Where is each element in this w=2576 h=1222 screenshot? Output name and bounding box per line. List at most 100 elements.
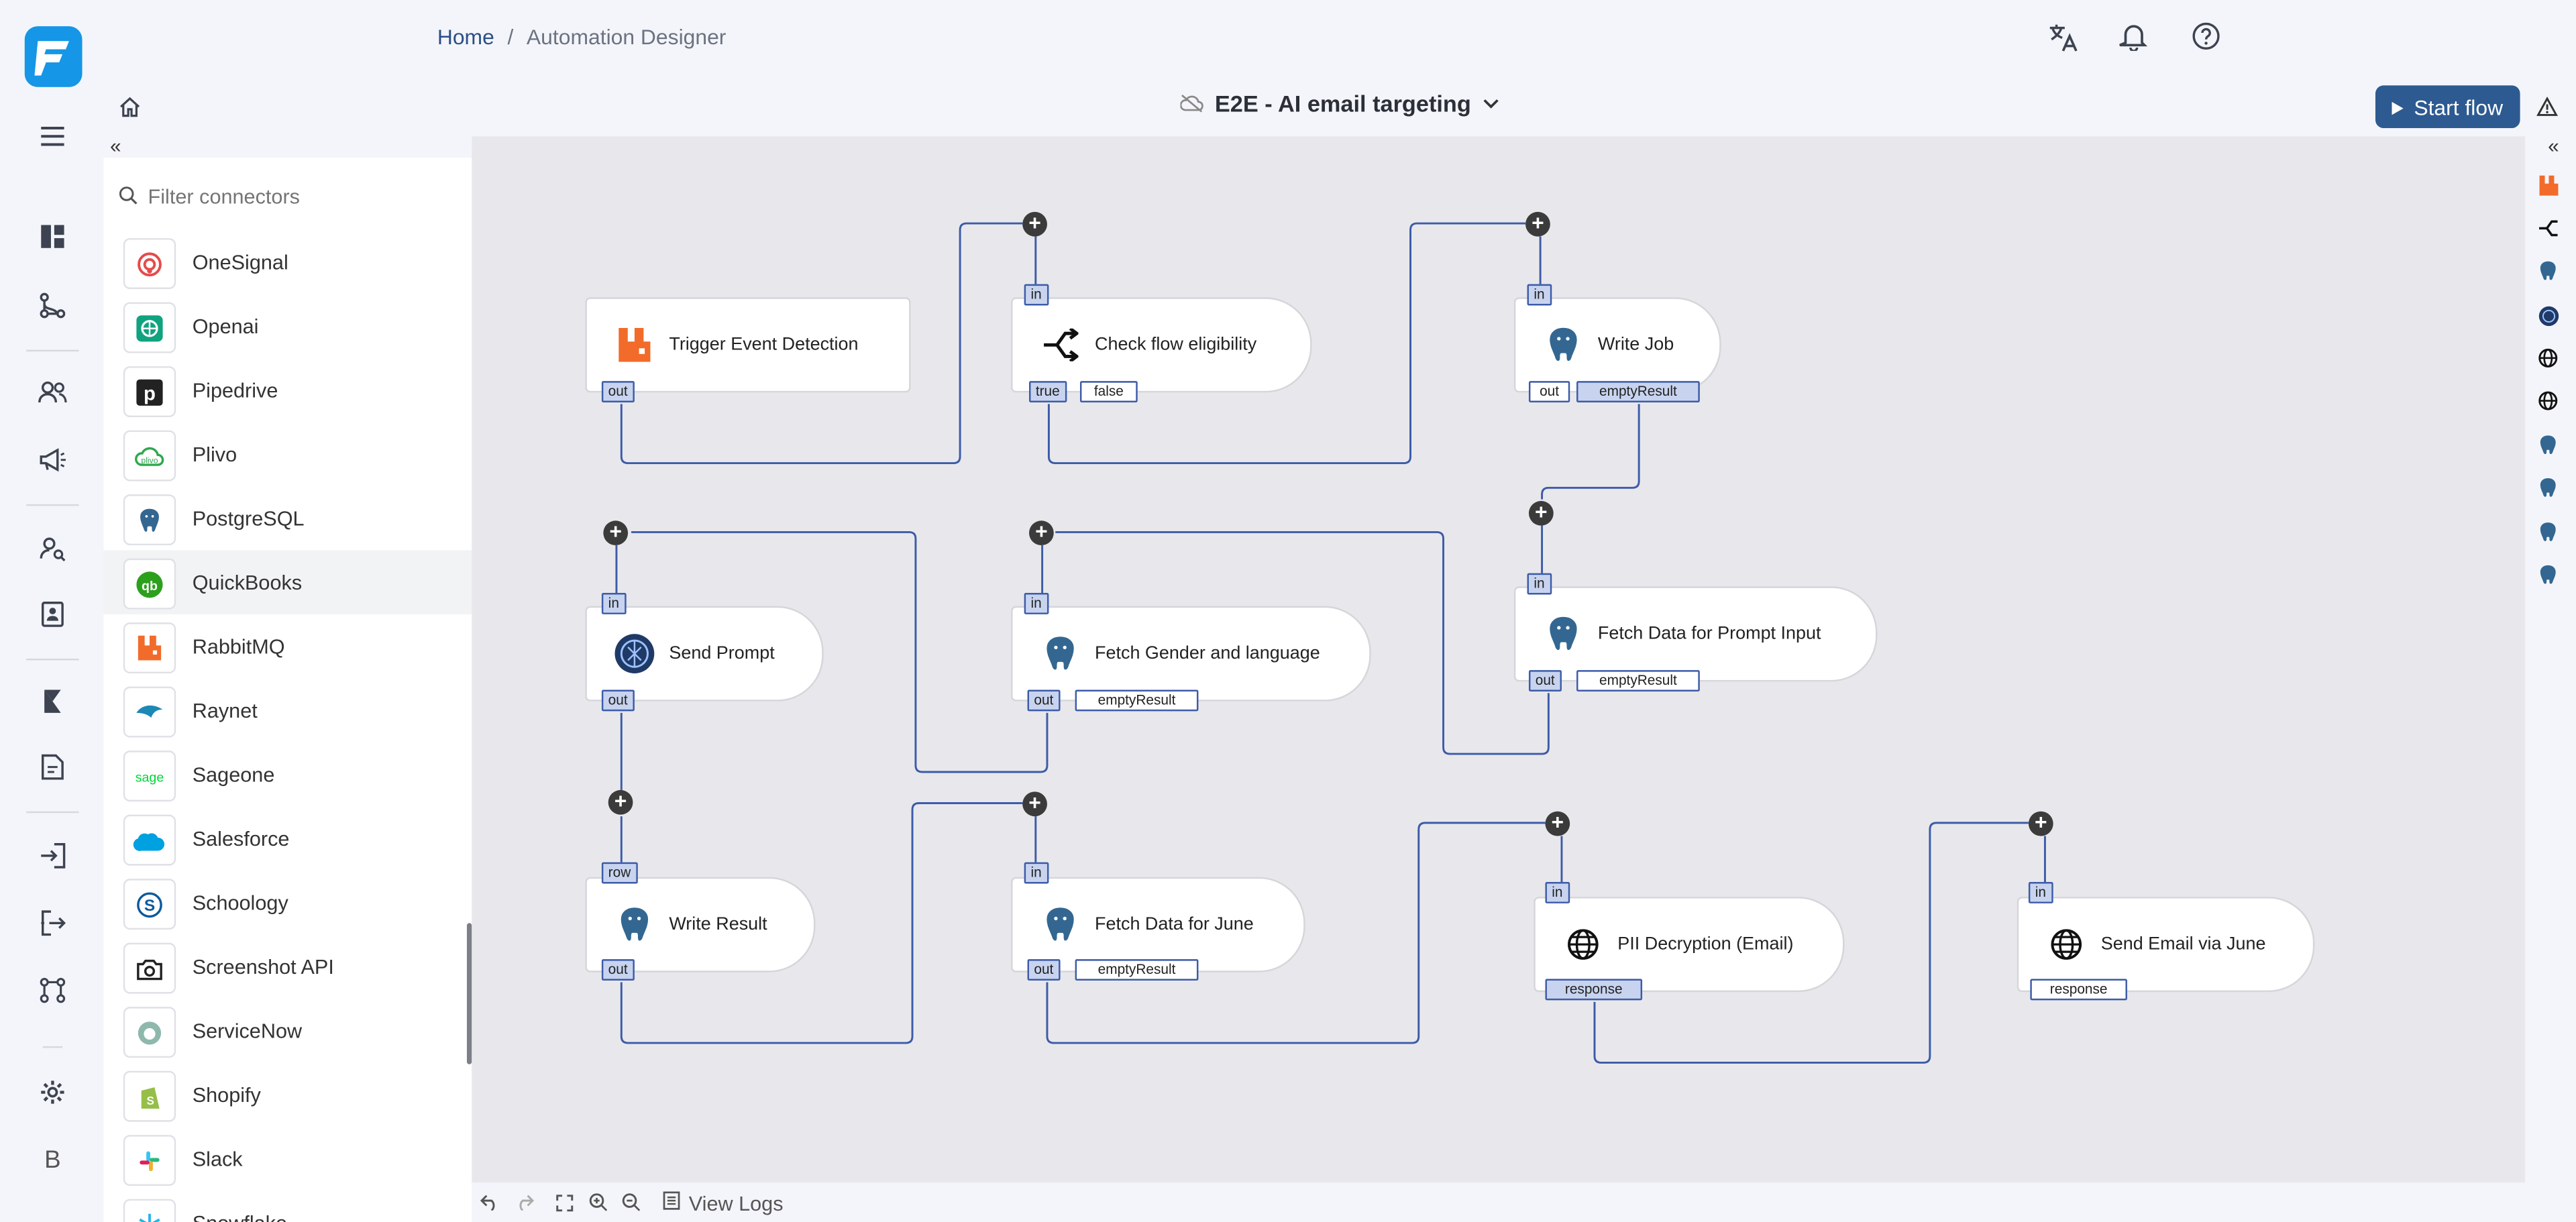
- connector-item-rabbitmq[interactable]: RabbitMQ: [103, 614, 472, 679]
- add-step-button[interactable]: +: [1029, 520, 1054, 546]
- connector-item-pipedrive[interactable]: p Pipedrive: [103, 358, 472, 423]
- node-port-out[interactable]: out: [601, 689, 635, 712]
- add-step-button[interactable]: +: [1525, 211, 1550, 237]
- node-port-out[interactable]: out: [1528, 670, 1562, 691]
- flows-icon[interactable]: [33, 286, 72, 325]
- node-port-in[interactable]: in: [2028, 882, 2053, 903]
- node-port-in[interactable]: in: [1024, 862, 1049, 884]
- undo-icon[interactable]: [480, 1192, 500, 1212]
- connector-item-onesignal[interactable]: OneSignal: [103, 230, 472, 294]
- fit-view-icon[interactable]: [554, 1192, 574, 1212]
- node-port-empty-result[interactable]: emptyResult: [1075, 959, 1199, 981]
- node-port-in[interactable]: in: [1024, 593, 1049, 614]
- zoom-out-icon[interactable]: [621, 1192, 641, 1212]
- gear-icon[interactable]: [33, 1072, 72, 1112]
- flow-node-send-prompt[interactable]: Send Prompt: [585, 606, 824, 702]
- connector-item-screenshot-api[interactable]: Screenshot API: [103, 934, 472, 999]
- connector-item-shopify[interactable]: S Shopify: [103, 1062, 472, 1127]
- globe-icon[interactable]: [2536, 389, 2559, 412]
- node-port-empty-result[interactable]: emptyResult: [1075, 689, 1199, 712]
- connector-item-quickbooks[interactable]: qb QuickBooks: [103, 550, 472, 614]
- node-port-row[interactable]: row: [601, 862, 638, 884]
- connector-filter-input[interactable]: [148, 185, 444, 209]
- dashboard-icon[interactable]: [33, 217, 72, 256]
- node-port-true[interactable]: true: [1029, 381, 1067, 402]
- add-step-button[interactable]: +: [1528, 500, 1554, 526]
- connector-item-raynet[interactable]: Raynet: [103, 678, 472, 742]
- app-logo[interactable]: [24, 26, 83, 87]
- user-avatar[interactable]: B: [44, 1146, 61, 1174]
- add-step-button[interactable]: +: [608, 789, 633, 815]
- connector-item-sageone[interactable]: sage Sageone: [103, 742, 472, 807]
- document-icon[interactable]: [33, 747, 72, 787]
- add-step-button[interactable]: +: [1022, 211, 1047, 237]
- node-port-out[interactable]: out: [1027, 689, 1061, 712]
- translate-icon[interactable]: [2047, 21, 2083, 58]
- node-port-in[interactable]: in: [1024, 284, 1049, 306]
- logout-icon[interactable]: [33, 903, 72, 943]
- node-port-out[interactable]: out: [1528, 381, 1570, 402]
- add-step-button[interactable]: +: [2028, 811, 2053, 836]
- contact-card-icon[interactable]: [33, 595, 72, 634]
- panel-scrollbar[interactable]: [466, 923, 472, 1064]
- globe-icon[interactable]: [2536, 347, 2559, 370]
- branch-icon[interactable]: [2536, 217, 2559, 239]
- add-step-button[interactable]: +: [1022, 791, 1047, 817]
- connector-item-snowflake[interactable]: Snowflake: [103, 1190, 472, 1222]
- zoom-in-icon[interactable]: [588, 1192, 608, 1212]
- expand-panel-button[interactable]: «: [2548, 134, 2559, 158]
- node-port-out[interactable]: out: [1027, 959, 1061, 981]
- node-port-empty-result[interactable]: emptyResult: [1576, 381, 1700, 402]
- add-step-button[interactable]: +: [1545, 811, 1570, 836]
- node-port-out[interactable]: out: [601, 381, 635, 402]
- connector-item-postgresql[interactable]: PostgreSQL: [103, 486, 472, 551]
- start-flow-button[interactable]: Start flow: [2375, 85, 2520, 129]
- workflow-icon[interactable]: [33, 970, 72, 1010]
- node-port-response[interactable]: response: [1545, 979, 1643, 1001]
- connector-item-schoology[interactable]: S Schoology: [103, 871, 472, 935]
- chevron-down-icon[interactable]: [1483, 95, 1499, 111]
- connector-item-plivo[interactable]: plivo Plivo: [103, 422, 472, 486]
- view-logs-button[interactable]: View Logs: [663, 1190, 784, 1215]
- connector-item-slack[interactable]: Slack: [103, 1127, 472, 1191]
- connector-item-servicenow[interactable]: ServiceNow: [103, 999, 472, 1063]
- breadcrumb-home[interactable]: Home: [437, 24, 494, 50]
- postgresql-icon[interactable]: [2536, 563, 2559, 586]
- node-port-out[interactable]: out: [601, 959, 635, 981]
- node-port-in[interactable]: in: [601, 593, 626, 614]
- flow-node-trigger-event-detection[interactable]: Trigger Event Detection: [585, 297, 911, 393]
- menu-icon[interactable]: [33, 117, 72, 156]
- flow-node-fetch-gender-and-language[interactable]: Fetch Gender and language: [1011, 606, 1371, 702]
- flow-node-check-flow-eligibility[interactable]: Check flow eligibility: [1011, 297, 1312, 393]
- home-icon[interactable]: [117, 94, 143, 120]
- node-port-in[interactable]: in: [1527, 573, 1552, 595]
- postgresql-icon[interactable]: [2536, 476, 2559, 499]
- node-port-empty-result[interactable]: emptyResult: [1576, 670, 1700, 691]
- flow-node-write-result[interactable]: Write Result: [585, 877, 816, 973]
- flow-node-send-email-via-june[interactable]: Send Email via June: [2017, 897, 2315, 993]
- postgresql-icon[interactable]: [2536, 260, 2559, 282]
- openai-brain-icon[interactable]: [2536, 304, 2559, 327]
- connector-filter[interactable]: [118, 177, 464, 217]
- node-port-false[interactable]: false: [1079, 381, 1138, 402]
- node-port-in[interactable]: in: [1545, 882, 1570, 903]
- node-port-in[interactable]: in: [1527, 284, 1552, 306]
- login-icon[interactable]: [33, 836, 72, 875]
- node-port-response[interactable]: response: [2030, 979, 2127, 1001]
- user-search-icon[interactable]: [33, 529, 72, 569]
- flow-node-pii-decryption[interactable]: PII Decryption (Email): [1534, 897, 1845, 993]
- flow-node-fetch-data-for-prompt-input[interactable]: Fetch Data for Prompt Input: [1513, 586, 1878, 682]
- postgresql-icon[interactable]: [2536, 434, 2559, 457]
- kafka-icon[interactable]: [33, 681, 72, 721]
- add-step-button[interactable]: +: [603, 520, 629, 546]
- users-icon[interactable]: [33, 373, 72, 412]
- flow-node-fetch-data-for-june[interactable]: Fetch Data for June: [1011, 877, 1305, 973]
- collapse-panel-button[interactable]: «: [110, 134, 121, 158]
- flow-node-write-job[interactable]: Write Job: [1513, 297, 1721, 393]
- rabbitmq-icon[interactable]: [2536, 174, 2559, 197]
- bell-icon[interactable]: [2119, 21, 2155, 58]
- megaphone-icon[interactable]: [33, 440, 72, 480]
- postgresql-icon[interactable]: [2536, 520, 2559, 543]
- warning-icon[interactable]: [2535, 95, 2558, 118]
- connector-item-salesforce[interactable]: Salesforce: [103, 806, 472, 871]
